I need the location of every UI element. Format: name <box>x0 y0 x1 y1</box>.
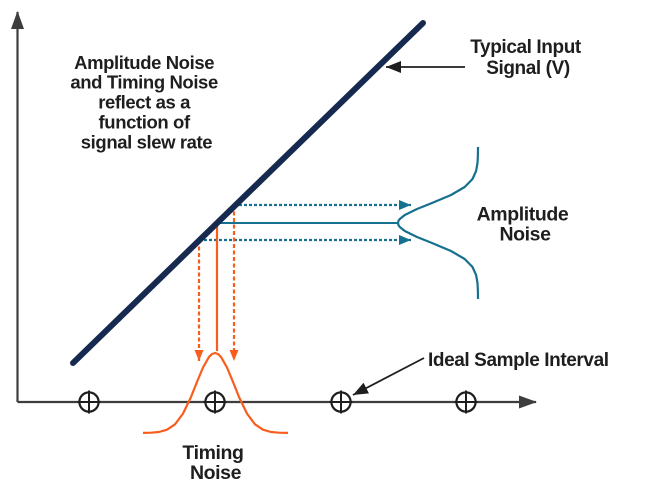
sample-point-icon <box>454 390 478 414</box>
slew-rate-note: Amplitude Noise and Timing Noise reflect… <box>70 52 222 153</box>
amplitude-noise-curve <box>396 146 480 300</box>
sample-point-icon <box>329 390 353 414</box>
typical-input-signal-label: Typical Input Signal (V) <box>470 37 585 79</box>
timing-noise-label: Timing Noise <box>182 442 248 484</box>
ideal-sample-interval-label: Ideal Sample Interval <box>428 350 609 371</box>
timing-noise-curve <box>142 351 289 434</box>
sample-point-icon <box>203 390 227 414</box>
amplitude-noise-label: Amplitude Noise <box>477 204 574 246</box>
input-signal-line <box>70 20 426 366</box>
sample-point-icon <box>77 390 101 414</box>
ideal-sample-interval-arrow <box>352 357 425 396</box>
